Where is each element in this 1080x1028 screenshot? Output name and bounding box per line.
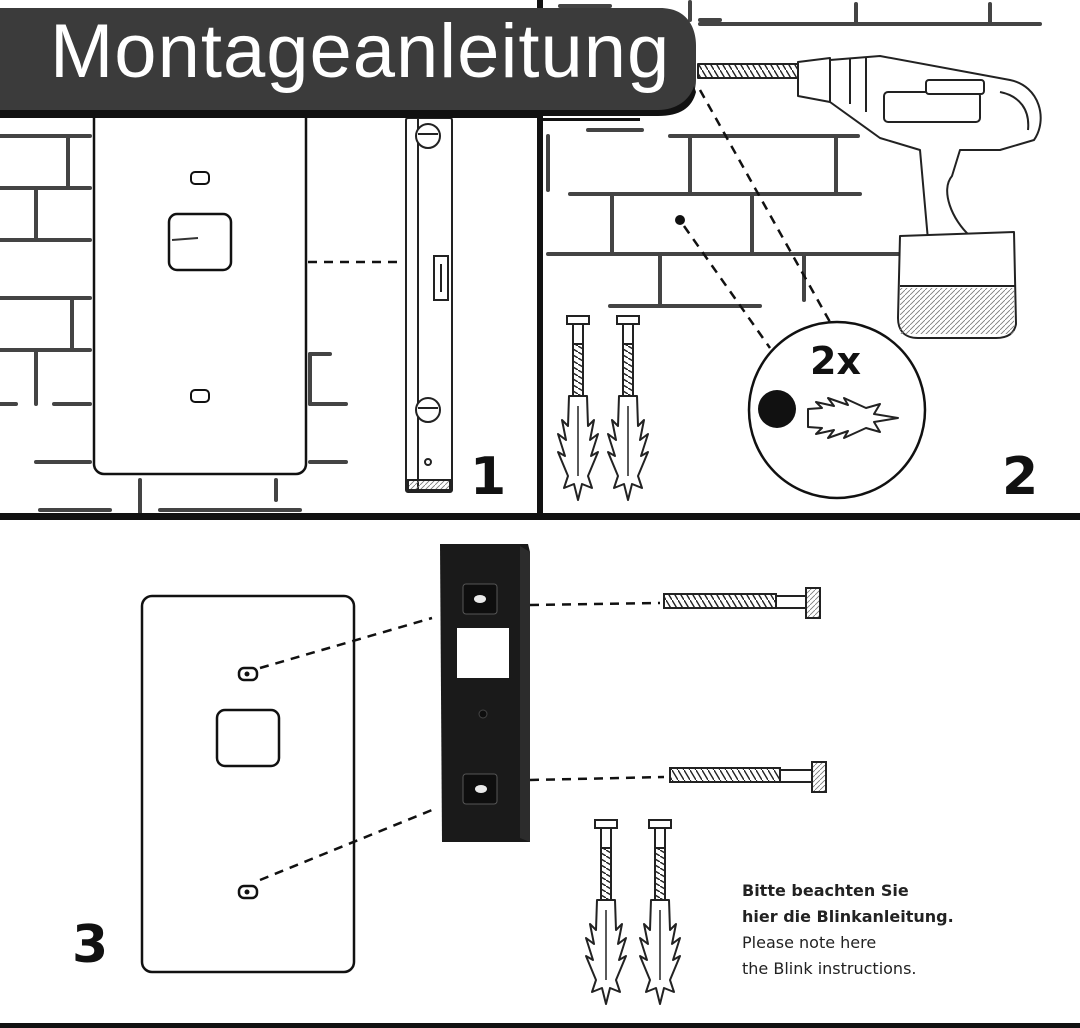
- plate-cutout: [215, 708, 281, 768]
- note-de-line2: hier die Blinkanleitung.: [742, 907, 954, 926]
- wall-plug-icon-step3: [585, 819, 681, 1005]
- mounting-plate-icon: [440, 544, 530, 842]
- zoom-detail-circle: [747, 320, 927, 500]
- panel-divider-horizontal: [0, 513, 1080, 520]
- instruction-note: Bitte beachten Sie hier die Blinkanleitu…: [742, 878, 954, 982]
- panel-border-top-right: [540, 118, 640, 121]
- spirit-level-icon: [405, 117, 453, 493]
- title-banner: [0, 8, 696, 114]
- step2-number: 2: [1002, 447, 1038, 507]
- wall-plug-icon: [557, 315, 649, 501]
- wall-plate-step3: [140, 594, 356, 974]
- slot-top: [190, 171, 210, 185]
- brick-wall-step1: [0, 0, 1042, 516]
- panel-divider-vertical: [537, 0, 543, 516]
- note-en-line1: Please note here: [742, 933, 877, 952]
- cutout-square: [167, 212, 233, 272]
- wall-plug-horizontal-icon: [807, 397, 899, 439]
- page-title: Montageanleitung: [50, 9, 671, 94]
- note-en-line2: the Blink instructions.: [742, 959, 917, 978]
- step2-panel: 2x 2: [546, 55, 1042, 507]
- slot-bottom: [190, 389, 210, 403]
- step3-number: 3: [72, 915, 108, 975]
- wall-plate-step1: [92, 94, 308, 476]
- brick-wall-step2: [546, 128, 902, 308]
- count-label: 2x: [810, 339, 861, 383]
- drill-hole: [758, 390, 796, 428]
- panel-divider-bottom: [0, 1023, 1080, 1028]
- step3-panel: 3: [72, 544, 827, 1005]
- step1-number: 1: [470, 447, 506, 507]
- drill-mark: [675, 215, 685, 225]
- screw-icon: [663, 587, 827, 793]
- drill-icon: [697, 55, 1042, 339]
- note-de-line1: Bitte beachten Sie: [742, 881, 909, 900]
- step1-panel: 1: [0, 0, 1042, 516]
